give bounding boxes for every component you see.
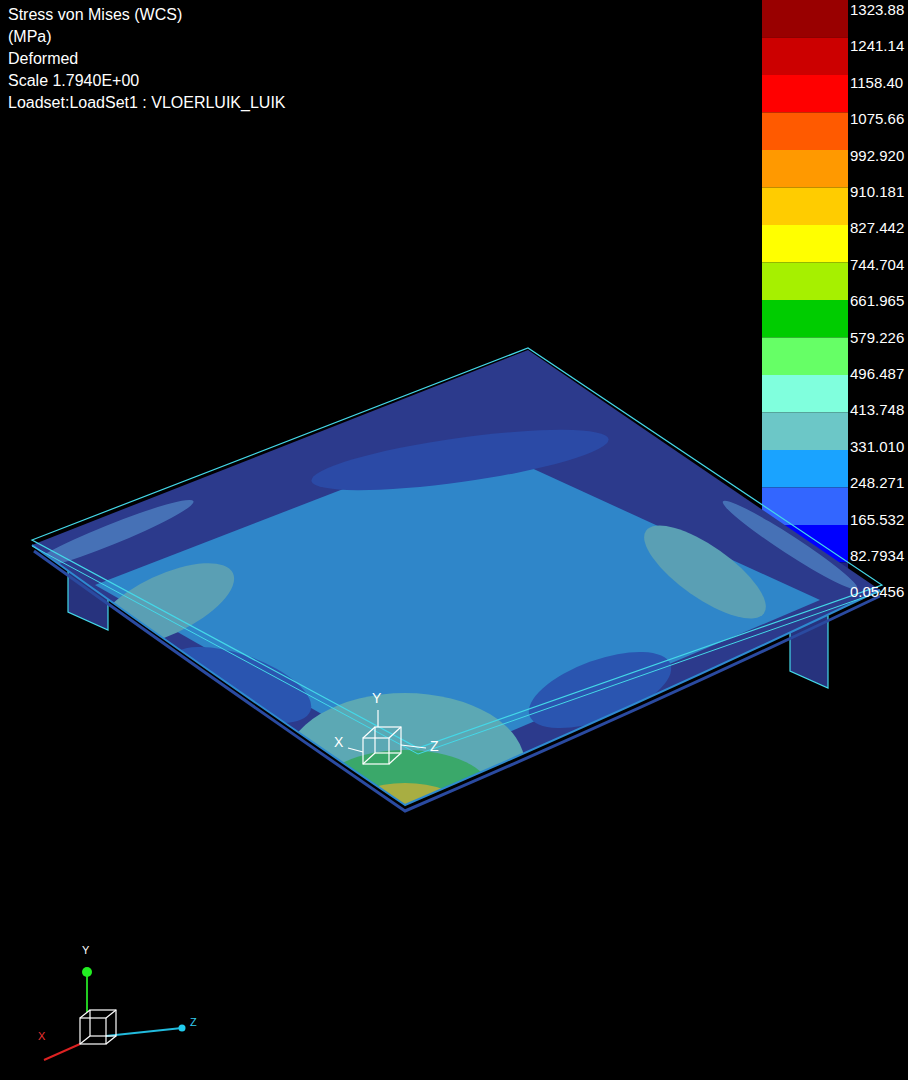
- color-band: [762, 225, 848, 263]
- view-triad: [44, 967, 186, 1060]
- scale-value: 248.271: [850, 474, 904, 491]
- color-band: [762, 263, 848, 301]
- plate-edge: [32, 545, 880, 805]
- color-band: [762, 150, 848, 188]
- scale-value: 1158.40: [850, 74, 903, 91]
- color-band: [762, 413, 848, 451]
- color-band: [762, 0, 848, 38]
- deformed-plate: [23, 350, 880, 837]
- csys-cube: [363, 738, 389, 764]
- triad-cube: [106, 1010, 116, 1018]
- color-band: [762, 450, 848, 488]
- axis-dot: [179, 1025, 186, 1032]
- result-title: Stress von Mises (WCS): [8, 6, 182, 24]
- csys-label: Z: [430, 738, 439, 754]
- scale-value: 413.748: [850, 401, 904, 418]
- color-band: [762, 375, 848, 413]
- csys-cube: [389, 727, 401, 738]
- triad-cube: [80, 1010, 90, 1018]
- csys-axis: [348, 748, 363, 752]
- scale-value: 1323.88: [850, 1, 904, 18]
- scale-value: 661.965: [850, 292, 904, 309]
- model-csys: [348, 710, 426, 764]
- header-line: Deformed: [8, 50, 78, 68]
- csys-cube: [389, 753, 401, 764]
- scale-value: 165.532: [850, 511, 904, 528]
- scale-value: 579.226: [850, 329, 904, 346]
- scale-value: 910.181: [850, 183, 904, 200]
- csys-axis: [377, 710, 378, 727]
- triad-cube: [90, 1010, 116, 1036]
- csys-cube: [363, 753, 375, 764]
- csys-label: Y: [372, 690, 381, 706]
- scale-value: 1075.66: [850, 110, 904, 127]
- stress-contour: [308, 417, 611, 502]
- scale-value: 0.05456: [850, 583, 904, 600]
- color-band: [762, 300, 848, 338]
- stress-contour: [285, 693, 525, 837]
- csys-label: X: [334, 734, 343, 750]
- z-axis: [106, 1028, 182, 1036]
- axis-label: X: [38, 1030, 45, 1043]
- csys-cube: [375, 727, 401, 753]
- plate-edge: [34, 551, 880, 811]
- axis-dot: [82, 967, 92, 977]
- stress-contour: [320, 750, 490, 830]
- y-axis: [86, 972, 88, 1012]
- scale-value: 992.920: [850, 147, 904, 164]
- axis-label: Y: [82, 944, 89, 957]
- outline: [32, 348, 882, 748]
- scale-value: 1241.14: [850, 37, 904, 54]
- header-line: Loadset:LoadSet1 : VLOERLUIK_LUIK: [8, 94, 286, 112]
- axis-label: Z: [190, 1016, 197, 1029]
- scale-value: 827.442: [850, 219, 904, 236]
- color-band: [762, 75, 848, 113]
- scale-value: 82.7934: [850, 547, 904, 564]
- scale-value: 496.487: [850, 365, 904, 382]
- scale-value: 744.704: [850, 256, 904, 273]
- triad-cube: [80, 1036, 90, 1044]
- triad-cube: [106, 1036, 116, 1044]
- csys-cube: [363, 727, 375, 738]
- header-line: (MPa): [8, 28, 52, 46]
- csys-axis: [401, 745, 426, 748]
- triad-cube: [80, 1018, 106, 1044]
- color-bar: [762, 0, 848, 600]
- color-band: [762, 38, 848, 76]
- stress-contour: [631, 509, 779, 634]
- x-axis: [44, 1044, 80, 1060]
- scale-value: 331.010: [850, 438, 904, 455]
- stress-contour: [159, 631, 320, 739]
- outline: [32, 546, 882, 754]
- header-line: Scale 1.7940E+00: [8, 72, 139, 90]
- color-band: [762, 338, 848, 376]
- color-band: [762, 188, 848, 226]
- color-band: [762, 113, 848, 151]
- undeformed-outline: [32, 348, 882, 754]
